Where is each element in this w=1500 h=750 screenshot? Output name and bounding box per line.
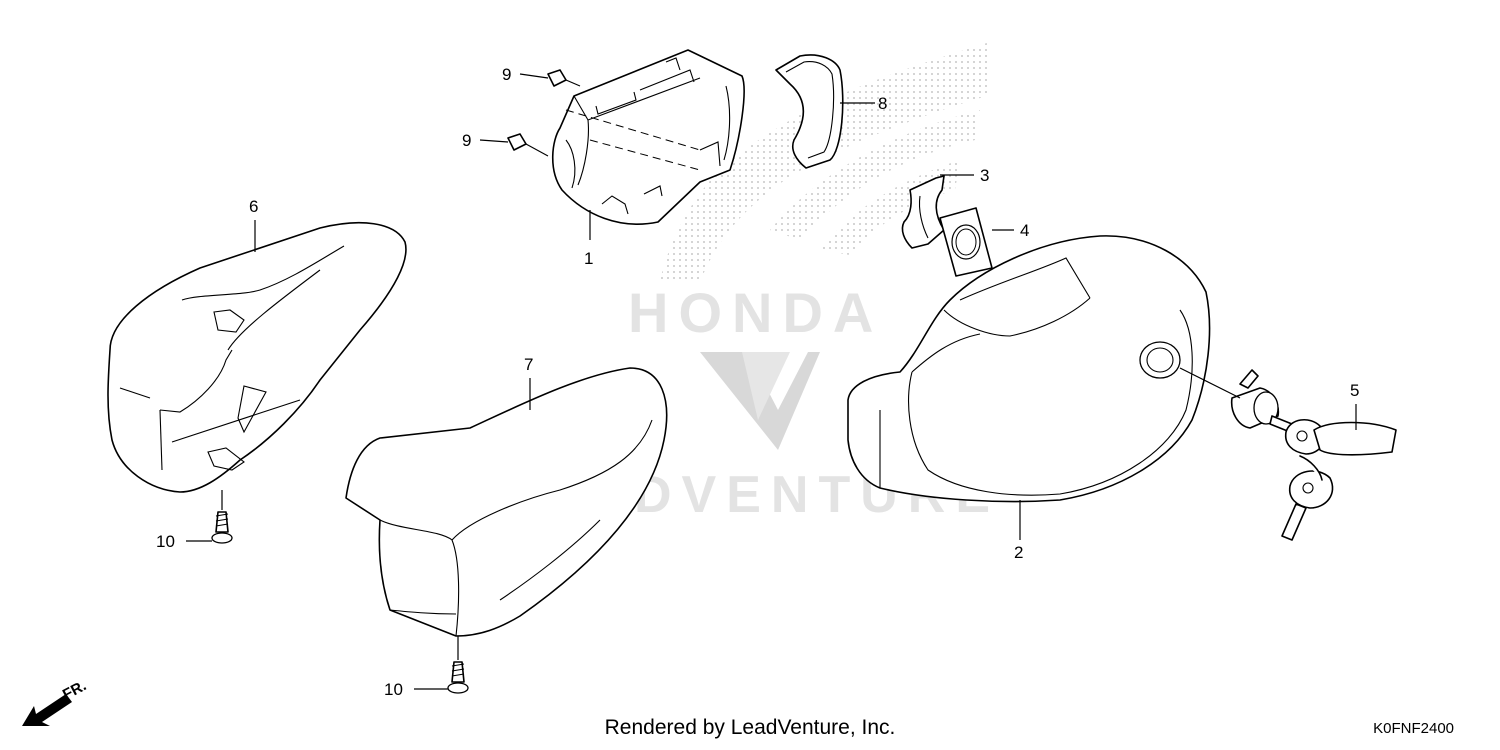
footer-credit: Rendered by LeadVenture, Inc. [604, 716, 896, 739]
part-5-lock-and-keys [1230, 369, 1397, 541]
part-8-seal [775, 54, 844, 169]
callout-9-lower: 9 [462, 131, 471, 150]
part-10-screw-left [211, 511, 233, 544]
callout-3: 3 [980, 166, 989, 185]
part-9-bolt-lower [507, 133, 549, 157]
callout-2: 2 [1014, 543, 1023, 562]
callout-8: 8 [878, 94, 887, 113]
callout-7: 7 [524, 355, 533, 374]
part-1-inner-box [551, 49, 745, 225]
leader-lines [186, 73, 1357, 690]
callout-5: 5 [1350, 381, 1359, 400]
callout-1: 1 [584, 249, 593, 268]
callout-10-left: 10 [156, 532, 175, 551]
front-direction-arrow-icon [22, 694, 72, 726]
leadventure-logo-watermark [700, 352, 820, 450]
part-2-right-side-cover [847, 235, 1211, 503]
callout-9-upper: 9 [502, 65, 511, 84]
diagram-code: K0FNF2400 [1373, 720, 1454, 737]
honda-watermark-text: HONDA [628, 281, 883, 344]
part-4-plate [939, 207, 993, 277]
part-10-screw-bottom [447, 661, 469, 694]
callout-10-bottom: 10 [384, 680, 403, 699]
part-3-clip [901, 175, 945, 249]
part-7-front-side-cover [345, 367, 668, 637]
callout-6: 6 [249, 197, 258, 216]
part-9-bolt-upper [547, 69, 581, 87]
part-6-left-side-cover [107, 222, 407, 493]
callout-4: 4 [1020, 221, 1029, 240]
